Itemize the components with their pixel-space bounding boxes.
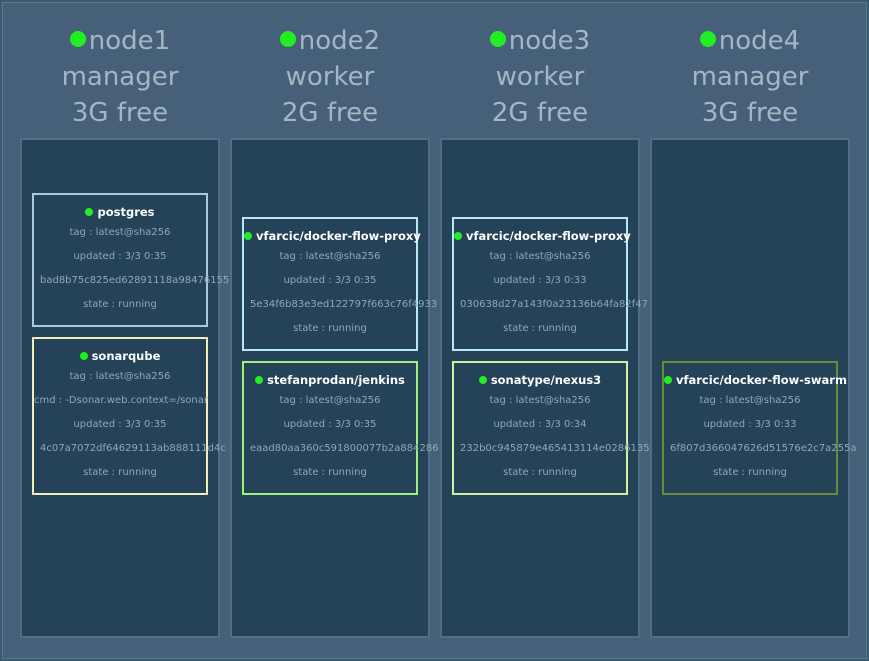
service-detail: cmd : -Dsonar.web.context=/sonar bbox=[34, 395, 208, 406]
service-detail: updated : 3/3 0:33 bbox=[493, 275, 587, 286]
service-detail: state : running bbox=[83, 299, 157, 310]
service-name: vfarcic/docker-flow-proxy bbox=[244, 229, 421, 243]
service-detail: updated : 3/3 0:35 bbox=[73, 419, 167, 430]
service-detail: state : running bbox=[503, 467, 577, 478]
service-detail: updated : 3/3 0:35 bbox=[73, 251, 167, 262]
node-container-area: postgres tag : latest@sha256 updated : 3/3… bbox=[20, 138, 230, 638]
node-name: node2 bbox=[230, 23, 430, 59]
service-detail: tag : latest@sha256 bbox=[69, 227, 171, 238]
status-dot-icon bbox=[279, 31, 296, 47]
service-card[interactable]: vfarcic/docker-flow-proxy tag : latest@sh… bbox=[452, 217, 648, 351]
service-detail: state : running bbox=[293, 323, 367, 334]
service-name: vfarcic/docker-flow-proxy bbox=[454, 229, 631, 243]
service-name: postgres bbox=[34, 205, 206, 219]
status-dot-icon bbox=[244, 232, 252, 240]
service-name-text: sonarqube bbox=[91, 349, 161, 363]
node-free-memory: 3G free bbox=[71, 98, 169, 128]
node-free-memory: 2G free bbox=[491, 98, 589, 128]
node-free-memory: 2G free bbox=[281, 98, 379, 128]
service-detail: state : running bbox=[713, 467, 787, 478]
node-name-text: node2 bbox=[298, 26, 381, 56]
status-dot-icon bbox=[255, 376, 264, 384]
service-card[interactable]: vfarcic/docker-flow-proxy tag : latest@sh… bbox=[242, 217, 438, 351]
service-detail: updated : 3/3 0:33 bbox=[703, 419, 797, 430]
service-id: 5e34f6b83e3ed122797f663c76f4933 bbox=[250, 299, 438, 310]
service-card[interactable]: vfarcic/docker-flow-swarm tag : latest@sh… bbox=[662, 361, 857, 495]
node-free-memory: 3G free bbox=[701, 98, 799, 128]
status-dot-icon bbox=[478, 376, 487, 384]
service-detail: tag : latest@sha256 bbox=[279, 251, 381, 262]
service-detail: updated : 3/3 0:35 bbox=[283, 275, 377, 286]
service-name-text: sonatype/nexus3 bbox=[490, 373, 602, 387]
node-header: node2 worker 2G free bbox=[230, 23, 430, 131]
node-header: node1 manager 3G free bbox=[20, 23, 220, 131]
node-role: manager bbox=[61, 62, 179, 92]
status-dot-icon bbox=[85, 208, 94, 216]
service-id: 6f807d366047626d51576e2c7a255a bbox=[670, 443, 857, 454]
service-detail: tag : latest@sha256 bbox=[489, 395, 591, 406]
service-card[interactable]: sonarqube tag : latest@sha256 cmd : -Dsona… bbox=[32, 337, 226, 495]
node-name: node1 bbox=[20, 23, 220, 59]
node-container-area: vfarcic/docker-flow-swarm tag : latest@sh… bbox=[650, 138, 857, 638]
service-detail: state : running bbox=[503, 323, 577, 334]
service-detail: tag : latest@sha256 bbox=[279, 395, 381, 406]
service-name-text: stefanprodan/jenkins bbox=[267, 373, 405, 387]
service-name-text: postgres bbox=[97, 205, 155, 219]
service-detail: tag : latest@sha256 bbox=[69, 371, 171, 382]
node-role: worker bbox=[285, 62, 375, 92]
node-role: manager bbox=[691, 62, 809, 92]
service-detail: tag : latest@sha256 bbox=[699, 395, 801, 406]
node-name-text: node3 bbox=[508, 26, 591, 56]
service-name-text: vfarcic/docker-flow-proxy bbox=[256, 229, 421, 243]
node-role: worker bbox=[495, 62, 585, 92]
service-card[interactable]: sonatype/nexus3 tag : latest@sha256 update… bbox=[452, 361, 650, 495]
service-name: stefanprodan/jenkins bbox=[244, 373, 416, 387]
node-header: node4 manager 3G free bbox=[650, 23, 850, 131]
node-container-area: vfarcic/docker-flow-proxy tag : latest@sh… bbox=[440, 138, 650, 638]
node-header: node3 worker 2G free bbox=[440, 23, 640, 131]
service-detail: updated : 3/3 0:34 bbox=[493, 419, 587, 430]
service-id: 232b0c945879e465413114e0286135 bbox=[460, 443, 650, 454]
service-id: bad8b75c825ed62891118a98476155 bbox=[40, 275, 230, 286]
service-id: 030638d27a143f0a23136b64fa82f47 bbox=[460, 299, 648, 310]
node-container-area: vfarcic/docker-flow-proxy tag : latest@sh… bbox=[230, 138, 439, 638]
service-id: 4c07a7072df64629113ab888111d4c bbox=[40, 443, 226, 454]
status-dot-icon bbox=[454, 232, 462, 240]
node-name: node3 bbox=[440, 23, 640, 59]
service-detail: state : running bbox=[83, 467, 157, 478]
service-name: sonatype/nexus3 bbox=[454, 373, 626, 387]
service-card[interactable]: stefanprodan/jenkins tag : latest@sha256 u… bbox=[242, 361, 439, 495]
service-card[interactable]: postgres tag : latest@sha256 updated : 3/3… bbox=[32, 193, 230, 327]
service-detail: state : running bbox=[293, 467, 367, 478]
service-id: eaad80aa360c591800077b2a884286 bbox=[250, 443, 439, 454]
node-name-text: node4 bbox=[718, 26, 801, 56]
status-dot-icon bbox=[79, 352, 88, 360]
status-dot-icon bbox=[699, 31, 716, 47]
node-name: node4 bbox=[650, 23, 850, 59]
service-name: sonarqube bbox=[34, 349, 206, 363]
status-dot-icon bbox=[489, 31, 506, 47]
service-detail: tag : latest@sha256 bbox=[489, 251, 591, 262]
service-name-text: vfarcic/docker-flow-swarm bbox=[676, 373, 847, 387]
status-dot-icon bbox=[664, 376, 672, 384]
node-name-text: node1 bbox=[88, 26, 171, 56]
service-name-text: vfarcic/docker-flow-proxy bbox=[466, 229, 631, 243]
service-detail: updated : 3/3 0:35 bbox=[283, 419, 377, 430]
service-name: vfarcic/docker-flow-swarm bbox=[664, 373, 847, 387]
status-dot-icon bbox=[69, 31, 86, 47]
